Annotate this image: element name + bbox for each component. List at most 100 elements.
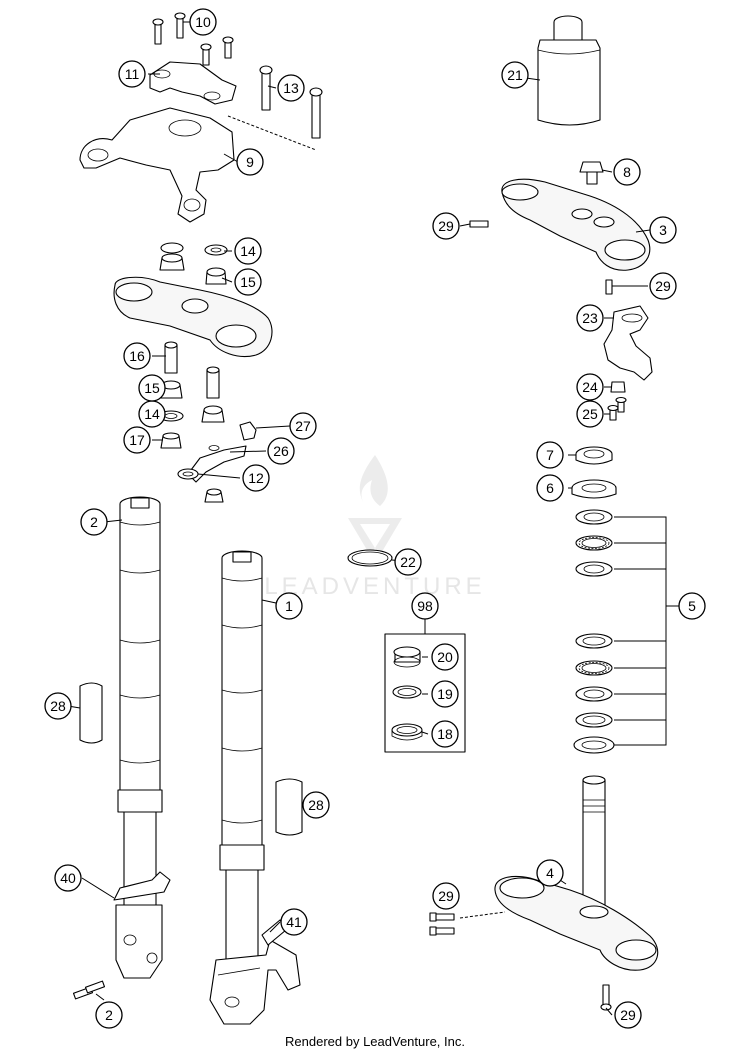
callout-circle: [302, 791, 330, 819]
callout-circle: [242, 464, 270, 492]
callout-29: 29: [432, 212, 460, 240]
callout-number: 27: [295, 418, 311, 434]
callout-1: 1: [275, 592, 303, 620]
callout-number: 8: [623, 164, 631, 180]
callout-circle: [95, 1001, 123, 1029]
callout-circle: [432, 212, 460, 240]
callout-14: 14: [138, 400, 166, 428]
callout-number: 16: [129, 348, 145, 364]
callout-circle: [501, 61, 529, 89]
callout-circle: [576, 400, 604, 428]
callout-circle: [234, 268, 262, 296]
callout-22: 22: [394, 548, 422, 576]
callout-18: 18: [431, 720, 459, 748]
callout-20: 20: [431, 643, 459, 671]
callout-circle: [649, 216, 677, 244]
callout-circle: [123, 426, 151, 454]
callout-circle: [80, 508, 108, 536]
watermark-logo: LEADVENTURE: [264, 455, 482, 600]
callout-number: 12: [248, 470, 264, 486]
lower-triple-clamp-4: [429, 775, 659, 1011]
callout-circle: [54, 864, 82, 892]
callout-25: 25: [576, 400, 604, 428]
callout-number: 19: [437, 686, 453, 702]
callout-40: 40: [54, 864, 82, 892]
callout-circle: [678, 592, 706, 620]
callout-number: 14: [240, 243, 256, 259]
callout-23: 23: [576, 304, 604, 332]
callout-number: 4: [546, 865, 554, 881]
callout-4: 4: [536, 859, 564, 887]
callout-number: 18: [437, 726, 453, 742]
callout-circle: [289, 412, 317, 440]
callout-circle: [267, 437, 295, 465]
callout-number: 29: [620, 1007, 636, 1023]
callout-number: 40: [60, 870, 76, 886]
clamp-23: [603, 305, 653, 381]
callout-number: 20: [437, 649, 453, 665]
callout-circle: [189, 8, 217, 36]
callout-circle: [614, 1001, 642, 1029]
callout-number: 13: [283, 80, 299, 96]
callout-number: 23: [582, 310, 598, 326]
callout-number: 29: [655, 278, 671, 294]
callout-number: 15: [240, 274, 256, 290]
callout-2: 2: [95, 1001, 123, 1029]
bolt-8: [579, 161, 604, 185]
callout-number: 22: [400, 554, 416, 570]
callout-number: 1: [285, 598, 293, 614]
callout-number: 2: [105, 1007, 113, 1023]
footer-credit: Rendered by LeadVenture, Inc.: [285, 1034, 465, 1049]
fork-leg-2: [72, 496, 171, 1000]
callout-29: 29: [432, 882, 460, 910]
callout-circle: [432, 882, 460, 910]
callout-2: 2: [80, 508, 108, 536]
fork-oil-21: [537, 15, 601, 126]
callout-circle: [280, 908, 308, 936]
handlebar-clamp-assembly: [79, 12, 323, 223]
callout-9: 9: [236, 148, 264, 176]
callout-21: 21: [501, 61, 529, 89]
callout-number: 9: [246, 154, 254, 170]
callout-98: 98: [411, 592, 439, 620]
upper-triple-clamp-left: [113, 242, 273, 358]
callout-12: 12: [242, 464, 270, 492]
callout-circle: [275, 592, 303, 620]
callout-8: 8: [613, 158, 641, 186]
callout-circle: [431, 643, 459, 671]
callout-circle: [576, 304, 604, 332]
callout-number: 26: [273, 443, 289, 459]
callout-16: 16: [123, 342, 151, 370]
callout-26: 26: [267, 437, 295, 465]
callout-circle: [613, 158, 641, 186]
callout-27: 27: [289, 412, 317, 440]
callout-24: 24: [576, 373, 604, 401]
callout-number: 29: [438, 888, 454, 904]
callout-number: 98: [417, 598, 433, 614]
fork-leg-1: [209, 550, 301, 1025]
mounting-small-parts: [158, 341, 257, 503]
callout-29: 29: [649, 272, 677, 300]
small-parts-24-25: [607, 381, 627, 421]
callout-circle: [649, 272, 677, 300]
callout-number: 15: [144, 380, 160, 396]
callout-11: 11: [118, 60, 146, 88]
callout-19: 19: [431, 680, 459, 708]
callout-number: 7: [546, 447, 554, 463]
callout-circle: [277, 74, 305, 102]
callout-17: 17: [123, 426, 151, 454]
callout-circle: [576, 373, 604, 401]
callout-number: 17: [129, 432, 145, 448]
callout-circle: [138, 374, 166, 402]
callout-28: 28: [44, 692, 72, 720]
callout-28: 28: [302, 791, 330, 819]
callout-6: 6: [536, 474, 564, 502]
callout-29: 29: [614, 1001, 642, 1029]
screws-10: [152, 12, 234, 66]
callout-circle: [431, 680, 459, 708]
callout-number: 28: [50, 698, 66, 714]
callout-10: 10: [189, 8, 217, 36]
upper-triple-clamp-3: [469, 178, 651, 295]
callout-14: 14: [234, 237, 262, 265]
